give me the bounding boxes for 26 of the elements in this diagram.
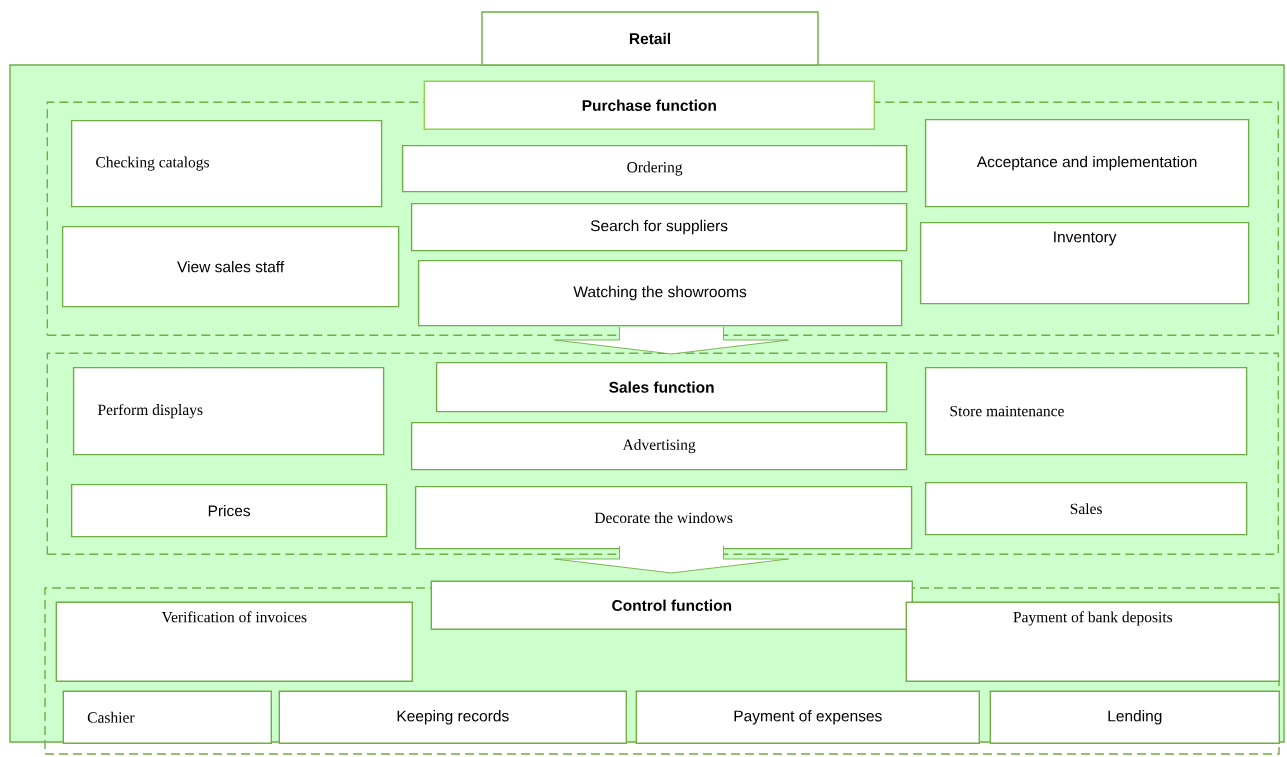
task-box: Decorate the windows (414, 485, 913, 550)
task-box: Ordering (401, 144, 908, 193)
block-arrow (554, 545, 789, 574)
task-box: Watching the showrooms (417, 259, 903, 327)
task-box: View sales staff (61, 225, 400, 308)
heading-box: Control function (430, 580, 913, 630)
dashed-group-frame (46, 352, 1279, 555)
task-box: Verification of invoices (55, 601, 413, 682)
task-box: Prices (70, 483, 388, 538)
task-box: Checking catalogs (70, 119, 383, 208)
task-box: Keeping records (278, 690, 627, 744)
task-box: Payment of bank deposits (905, 601, 1280, 682)
heading-box: Purchase function (423, 80, 875, 130)
task-box: Search for suppliers (410, 202, 908, 252)
task-box: Store maintenance (924, 366, 1248, 456)
task-box: Advertising (410, 421, 908, 471)
task-box: Acceptance and implementation (924, 118, 1250, 208)
heading-box: Retail (481, 11, 819, 66)
task-box: Perform displays (72, 366, 385, 456)
task-box: Cashier (62, 690, 272, 744)
task-box: Sales (924, 481, 1248, 536)
heading-box: Sales function (435, 361, 888, 413)
task-box: Lending (989, 690, 1280, 744)
task-box: Inventory (919, 221, 1250, 305)
task-box: Payment of expenses (635, 690, 980, 744)
block-arrow (554, 326, 789, 355)
